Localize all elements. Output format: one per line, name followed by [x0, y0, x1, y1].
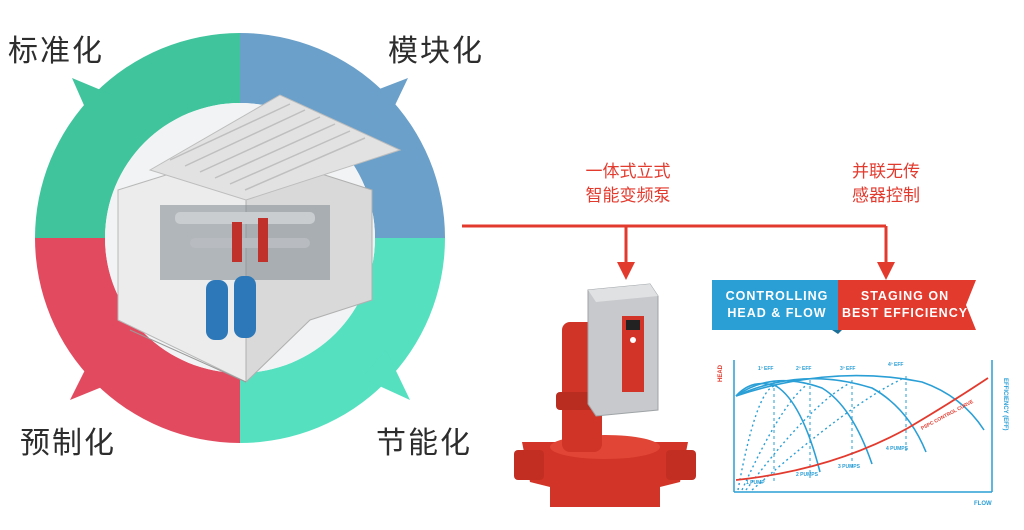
ring-arrow-top-left: [72, 78, 120, 128]
head-curve-1-pump: [735, 382, 821, 473]
eff-curve-3: [745, 381, 853, 491]
axis-label-efficiency: EFFICIENCY (EFF): [1002, 378, 1008, 431]
banner-right-shape: [838, 280, 976, 330]
label-standardization: 标准化: [8, 34, 104, 69]
control-curve: [735, 377, 989, 481]
eff-curve-1: [737, 385, 775, 491]
banner-left-line1: CONTROLLING: [725, 289, 829, 303]
bep-lines: [773, 376, 907, 484]
ring-segment-standardization: [35, 33, 240, 238]
head-curves: [735, 374, 985, 473]
head-curve-4-pumps: [735, 374, 985, 431]
callout-pump: 一体式立式 智能变频泵: [566, 160, 690, 208]
ring-arrow-bottom-right: [362, 350, 410, 400]
pump-curve-chart: HEAD EFFICIENCY (EFF) FLOW 1º EFF 2º EFF…: [718, 360, 1008, 507]
pump-label-3: 3 PUMPS: [838, 464, 861, 470]
callout-sensorless-line1: 并联无传: [852, 162, 920, 182]
label-prefabrication: 预制化: [20, 426, 116, 461]
axis-label-flow: FLOW: [974, 501, 992, 507]
efficiency-curves: [737, 377, 905, 491]
head-curve-3-pumps: [735, 377, 927, 453]
vertical-inline-pump-image: [514, 283, 696, 507]
ring-arrow-bottom-left: [70, 352, 124, 400]
ring-diagram: [35, 33, 445, 443]
banner-left-shape: [712, 280, 838, 330]
head-curve-2-pumps: [735, 379, 873, 465]
pump-label-2: 2 PUMPS: [796, 472, 819, 478]
eff-peak-label-1: 1º EFF: [758, 366, 773, 372]
callout-pump-line2: 智能变频泵: [585, 186, 671, 206]
axis-label-head: HEAD: [718, 364, 724, 382]
banner-controlling: CONTROLLING HEAD & FLOW: [716, 280, 838, 330]
eff-peak-label-3: 3º EFF: [840, 366, 855, 372]
eff-curve-2: [741, 383, 809, 491]
callout-pump-line1: 一体式立式: [585, 162, 671, 182]
ring-segment-prefabrication: [35, 238, 240, 443]
ring-arrow-top-right: [356, 78, 408, 124]
label-modularization: 模块化: [388, 34, 484, 69]
label-energy-saving: 节能化: [376, 426, 472, 461]
arrow-down-chart-icon: [877, 262, 895, 280]
ring-segment-energy-saving: [240, 238, 445, 443]
eff-peak-label-2: 2º EFF: [796, 366, 811, 372]
banner-left-line2: HEAD & FLOW: [727, 306, 827, 320]
arrow-down-pump-icon: [617, 262, 635, 280]
pump-label-1: 1 PUMP: [746, 480, 765, 486]
eff-curve-4: [751, 377, 905, 491]
callout-sensorless: 并联无传 感器控制: [826, 160, 946, 208]
eff-peak-label-4: 4º EFF: [888, 362, 903, 368]
banner-staging: STAGING ON BEST EFFICIENCY: [840, 280, 970, 330]
pump-label-4: 4 PUMPS: [886, 446, 909, 452]
banner-right-line2: BEST EFFICIENCY: [841, 306, 969, 320]
banner-right-line1: STAGING ON: [860, 289, 950, 303]
banner-shapes: [712, 280, 976, 334]
callout-sensorless-line2: 感器控制: [852, 186, 920, 206]
pump-station-module-image: [117, 94, 402, 384]
